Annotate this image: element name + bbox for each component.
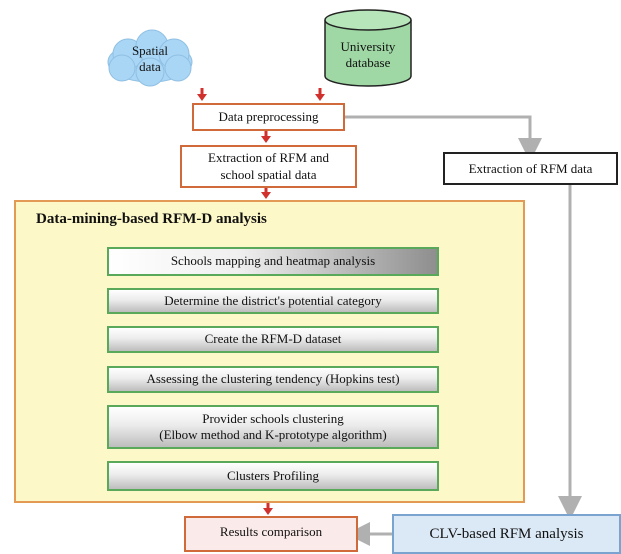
- step-clustering: Provider schools clustering (Elbow metho…: [107, 405, 439, 449]
- step-label: Schools mapping and heatmap analysis: [170, 253, 376, 269]
- panel-title: Data-mining-based RFM-D analysis: [36, 211, 267, 227]
- arrow-university-to-preprocessing: [315, 88, 325, 101]
- arrow-extraction-to-panel: [261, 188, 271, 199]
- step-district-potential: Determine the district's potential categ…: [107, 288, 439, 314]
- extraction-rfm-spatial-box: Extraction of RFM and school spatial dat…: [180, 145, 357, 188]
- step-create-dataset: Create the RFM-D dataset: [107, 326, 439, 353]
- data-preprocessing-box: Data preprocessing: [192, 103, 345, 131]
- extraction-rfm-data-box: Extraction of RFM data: [443, 152, 618, 185]
- results-comparison-box: Results comparison: [184, 516, 358, 552]
- arrow-spatial-to-preprocessing: [197, 88, 207, 101]
- extraction-rfm-spatial-label: Extraction of RFM and school spatial dat…: [208, 150, 329, 182]
- step-schools-mapping: Schools mapping and heatmap analysis: [107, 247, 439, 276]
- spatial-data-cloud: Spatial data: [100, 28, 200, 90]
- step-label: Provider schools clustering (Elbow metho…: [159, 410, 387, 442]
- clv-based-rfm-label: CLV-based RFM analysis: [429, 525, 584, 542]
- step-label: Clusters Profiling: [226, 467, 320, 483]
- connector-preprocessing-to-rfm-data: [345, 115, 542, 162]
- step-label: Create the RFM-D dataset: [204, 331, 342, 347]
- step-hopkins-test: Assessing the clustering tendency (Hopki…: [107, 366, 439, 393]
- cloud-icon: [107, 29, 193, 87]
- arrow-panel-to-results: [263, 503, 273, 515]
- university-database-label: University database: [340, 38, 396, 70]
- step-label: Assessing the clustering tendency (Hopki…: [146, 371, 400, 387]
- data-preprocessing-label: Data preprocessing: [218, 108, 319, 124]
- step-label: Determine the district's potential categ…: [164, 292, 382, 308]
- university-database: University database: [323, 8, 413, 88]
- spatial-data-label: Spatial data: [131, 42, 169, 74]
- arrow-preprocessing-to-extraction: [261, 131, 271, 143]
- step-clusters-profiling: Clusters Profiling: [107, 461, 439, 491]
- clv-based-rfm-box: CLV-based RFM analysis: [392, 514, 621, 554]
- database-cylinder-icon: [324, 9, 412, 87]
- extraction-rfm-data-label: Extraction of RFM data: [468, 160, 593, 176]
- results-comparison-label: Results comparison: [219, 524, 323, 539]
